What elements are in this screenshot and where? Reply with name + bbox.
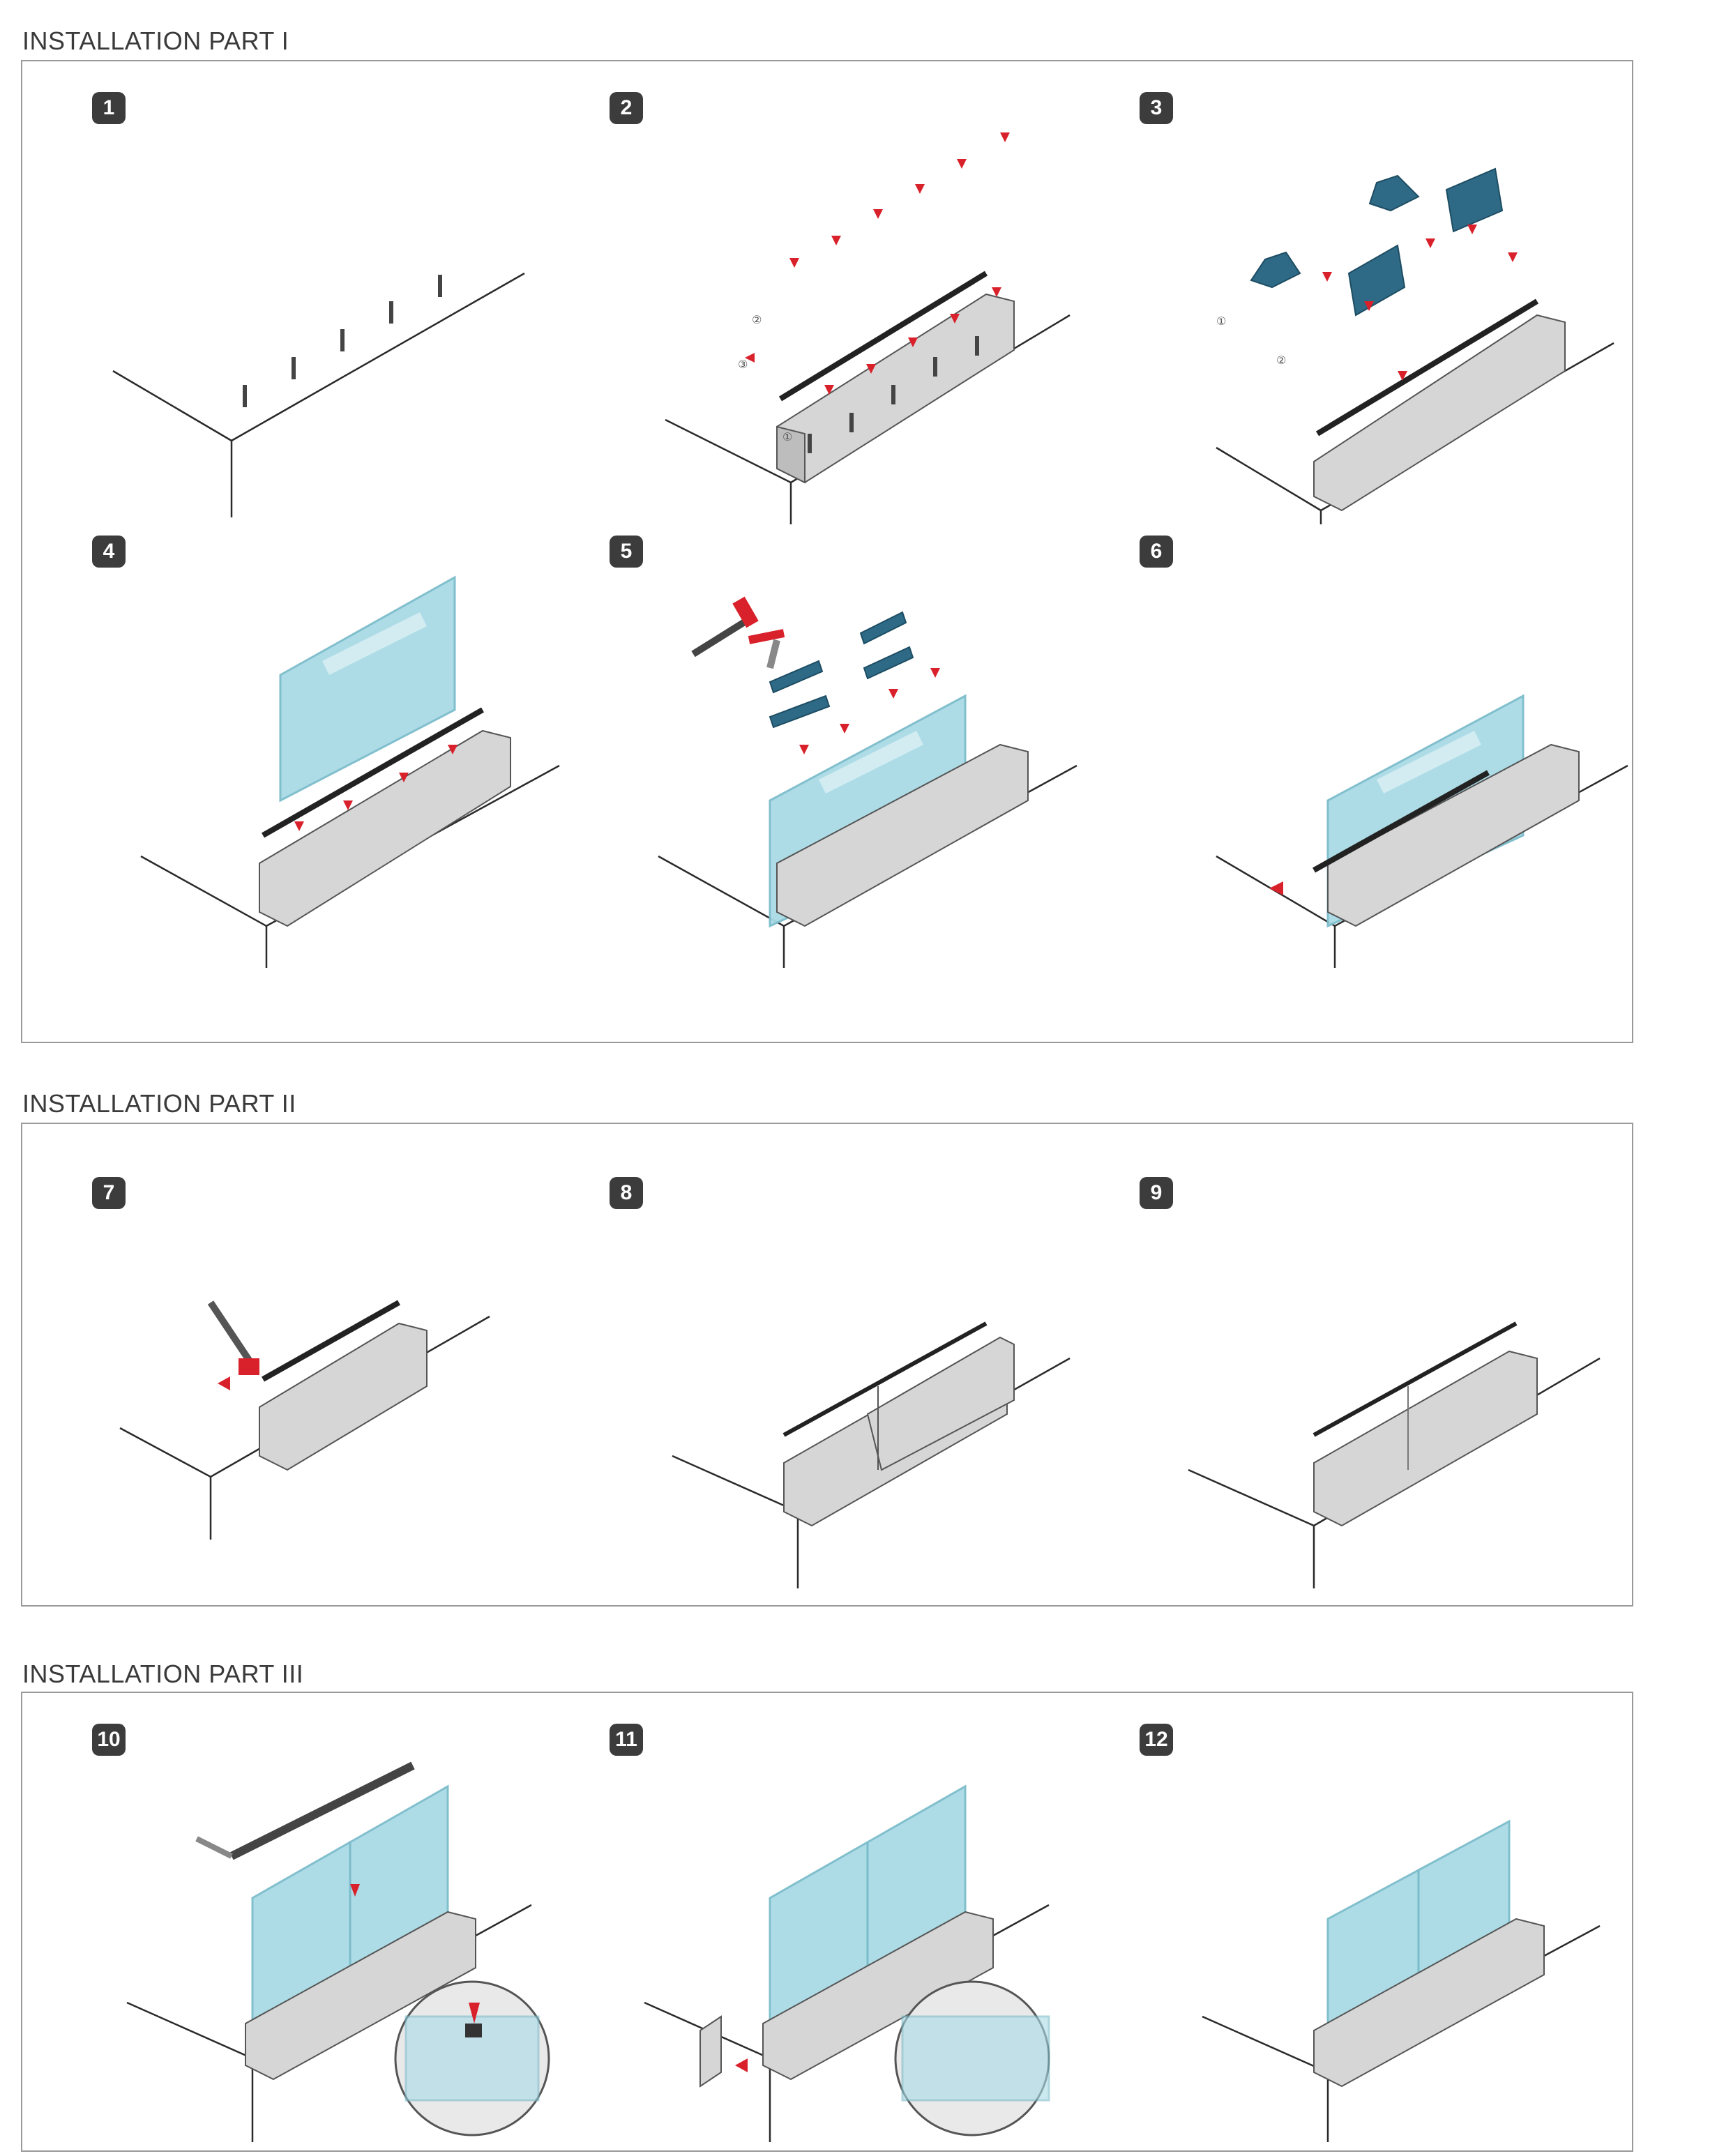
panel-part-3: 10 11 12 bbox=[21, 1692, 1633, 2152]
step-2: 2 ② ③ ① bbox=[610, 92, 1126, 524]
step-badge-8: 8 bbox=[610, 1177, 643, 1209]
step-badge-12: 12 bbox=[1140, 1724, 1173, 1756]
bolt-icon bbox=[340, 329, 345, 351]
arrow-icon bbox=[1322, 225, 1518, 381]
step-9: 9 bbox=[1140, 1177, 1656, 1609]
step-4-illustration bbox=[140, 575, 560, 968]
bolt-icon bbox=[849, 413, 854, 432]
step-7-illustration bbox=[119, 1300, 490, 1540]
step-11-illustration bbox=[644, 1784, 1050, 2142]
step-3-label-1: ① bbox=[1216, 314, 1226, 328]
wedge-icon bbox=[1347, 244, 1406, 317]
step-badge-9: 9 bbox=[1140, 1177, 1173, 1209]
profile-icon bbox=[776, 743, 1029, 927]
glass-panel-icon bbox=[279, 575, 456, 803]
bolt-icon bbox=[975, 336, 979, 356]
step-1: 1 bbox=[92, 92, 608, 524]
wedge-icon bbox=[859, 611, 907, 645]
arrow-icon bbox=[735, 2058, 748, 2072]
step-8: 8 bbox=[610, 1177, 1126, 1609]
section-title-part-3: INSTALLATION PART III bbox=[22, 1660, 304, 1688]
hammer-icon bbox=[207, 1300, 259, 1375]
step-2-label-3: ③ bbox=[738, 358, 748, 371]
step-3-illustration: ① ② bbox=[1216, 167, 1614, 524]
step-5-illustration bbox=[658, 596, 1077, 968]
step-4: 4 bbox=[92, 536, 608, 968]
wedge-icon bbox=[769, 660, 824, 694]
panel-part-1: 1 2 bbox=[21, 60, 1633, 1043]
step-12-illustration bbox=[1202, 1819, 1601, 2142]
step-5: 5 bbox=[610, 536, 1126, 968]
profile-icon bbox=[1327, 743, 1580, 927]
arrow-icon bbox=[469, 2003, 480, 2024]
step-6-illustration bbox=[1216, 694, 1628, 968]
step-9-illustration bbox=[1188, 1321, 1601, 1588]
step-badge-1: 1 bbox=[92, 92, 126, 124]
step-3-label-2: ② bbox=[1276, 354, 1286, 367]
arrow-icon bbox=[294, 745, 457, 831]
bolt-icon bbox=[243, 385, 247, 407]
wedge-icon bbox=[863, 646, 914, 680]
arrow-icon bbox=[350, 1884, 360, 1897]
wedge-icon bbox=[1250, 251, 1301, 289]
profile-icon bbox=[259, 729, 511, 927]
step-2-illustration: ② ③ ① bbox=[665, 132, 1071, 524]
step-badge-3: 3 bbox=[1140, 92, 1173, 124]
step-badge-10: 10 bbox=[92, 1724, 126, 1756]
step-10-illustration bbox=[126, 1761, 550, 2142]
bolt-icon bbox=[389, 301, 393, 324]
wedge-icon bbox=[769, 694, 831, 729]
profile-icon bbox=[1313, 1918, 1545, 2088]
section-title-part-1: INSTALLATION PART I bbox=[22, 26, 289, 55]
step-badge-5: 5 bbox=[610, 536, 643, 568]
wedge-icon bbox=[1368, 174, 1420, 212]
step-12: 12 bbox=[1140, 1724, 1656, 2156]
profile-icon bbox=[259, 1322, 428, 1471]
step-badge-4: 4 bbox=[92, 536, 126, 568]
profile-icon bbox=[1313, 314, 1566, 512]
step-10: 10 bbox=[92, 1724, 608, 2156]
bolt-icon bbox=[933, 357, 937, 377]
step-badge-6: 6 bbox=[1140, 536, 1173, 568]
arrow-icon bbox=[1269, 881, 1283, 895]
arrow-icon bbox=[218, 1376, 230, 1390]
step-badge-11: 11 bbox=[610, 1724, 643, 1756]
wedge-icon bbox=[1445, 167, 1504, 233]
profile-icon bbox=[1313, 1350, 1538, 1527]
step-6: 6 bbox=[1140, 536, 1656, 968]
arrow-icon bbox=[745, 132, 1010, 395]
step-7: 7 bbox=[92, 1177, 608, 1609]
step-1-illustration bbox=[112, 272, 525, 517]
panel-part-2: 7 8 9 bbox=[21, 1123, 1633, 1607]
section-title-part-2: INSTALLATION PART II bbox=[22, 1089, 296, 1118]
bolt-icon bbox=[808, 434, 812, 453]
profile-icon bbox=[866, 1336, 1015, 1471]
end-cap-icon bbox=[699, 2015, 722, 2088]
hammer-icon bbox=[691, 596, 785, 669]
bolt-icon bbox=[292, 357, 296, 379]
bolt-icon bbox=[438, 275, 442, 297]
step-badge-7: 7 bbox=[92, 1177, 126, 1209]
profile-icon bbox=[762, 1911, 994, 2081]
step-3: 3 ① ② bbox=[1140, 92, 1656, 524]
bolt-icon bbox=[891, 385, 895, 404]
step-8-illustration bbox=[672, 1321, 1071, 1588]
step-badge-2: 2 bbox=[610, 92, 643, 124]
step-2-label-2: ② bbox=[752, 313, 762, 326]
step-2-label-1: ① bbox=[782, 430, 792, 443]
profile-icon bbox=[245, 1911, 476, 2081]
arrow-icon bbox=[799, 668, 940, 754]
step-11: 11 bbox=[610, 1724, 1126, 2156]
